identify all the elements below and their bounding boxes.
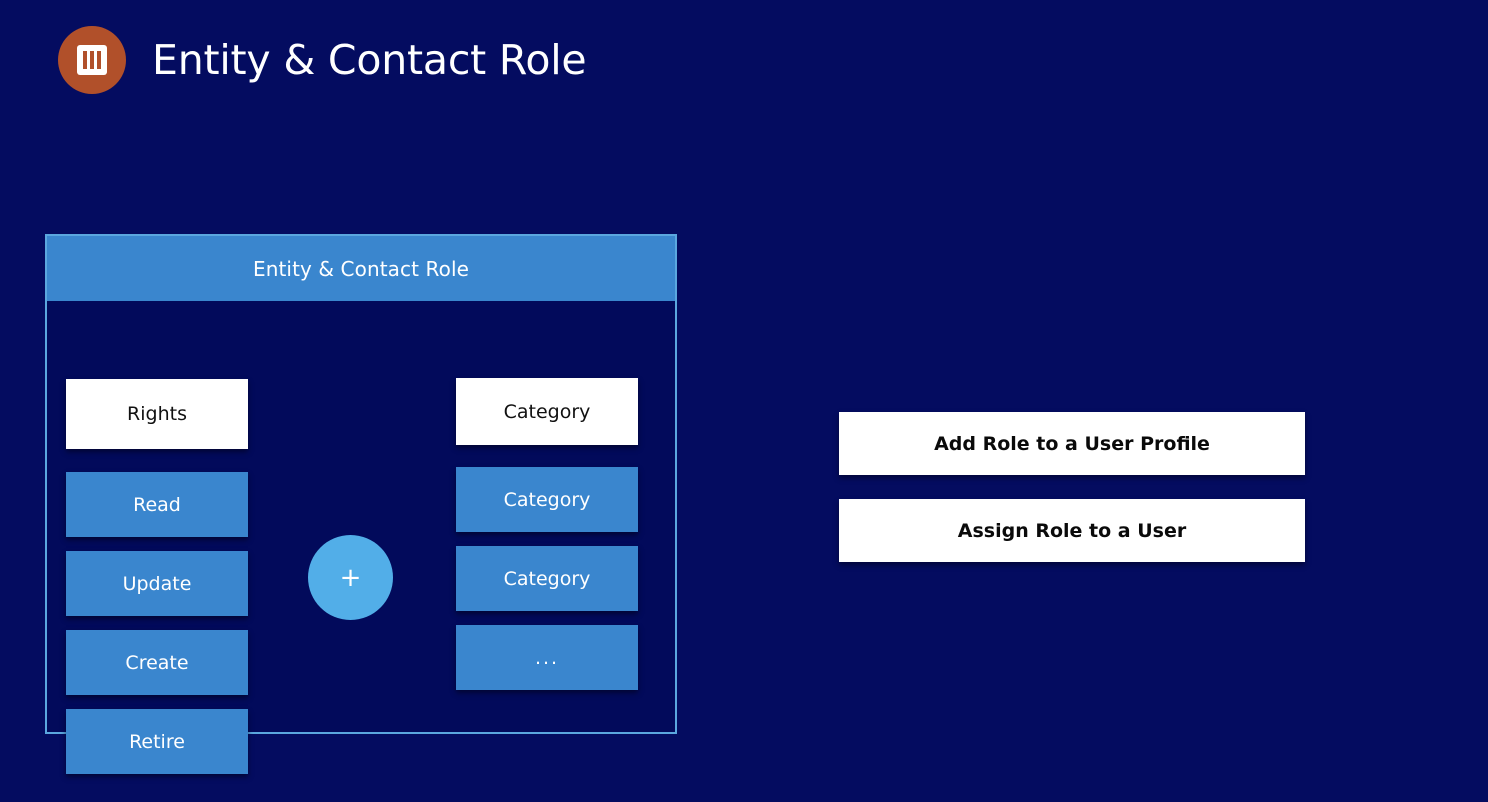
rights-item-retire[interactable]: Retire (66, 709, 248, 774)
category-item-2[interactable]: Category (456, 546, 638, 611)
category-item-1[interactable]: Category (456, 467, 638, 532)
category-column: Category Category Category ... (456, 378, 638, 690)
plus-icon[interactable]: + (308, 535, 393, 620)
columns-icon-glyph (77, 45, 107, 75)
rights-column: Rights Read Update Create Retire (66, 379, 248, 774)
rights-column-header: Rights (66, 379, 248, 449)
rights-item-read[interactable]: Read (66, 472, 248, 537)
entity-contact-role-card: Entity & Contact Role Rights Read Update… (45, 234, 677, 774)
category-item-more[interactable]: ... (456, 625, 638, 690)
plus-icon-label: + (339, 562, 362, 593)
card-header: Entity & Contact Role (47, 236, 675, 301)
page-title: Entity & Contact Role (152, 35, 587, 84)
card-header-title: Entity & Contact Role (252, 256, 470, 281)
page-header: Entity & Contact Role (58, 26, 587, 94)
card-body: Rights Read Update Create Retire + Categ… (47, 301, 675, 774)
rights-item-update[interactable]: Update (66, 551, 248, 616)
action-button-group: Add Role to a User Profile Assign Role t… (839, 412, 1305, 562)
assign-role-to-user-button[interactable]: Assign Role to a User (839, 499, 1305, 562)
rights-item-create[interactable]: Create (66, 630, 248, 695)
add-role-to-user-profile-button[interactable]: Add Role to a User Profile (839, 412, 1305, 475)
columns-icon-bar-1 (83, 51, 87, 69)
columns-icon-bar-2 (90, 51, 94, 69)
columns-icon-bar-3 (97, 51, 101, 69)
columns-icon (58, 26, 126, 94)
category-column-header: Category (456, 378, 638, 445)
